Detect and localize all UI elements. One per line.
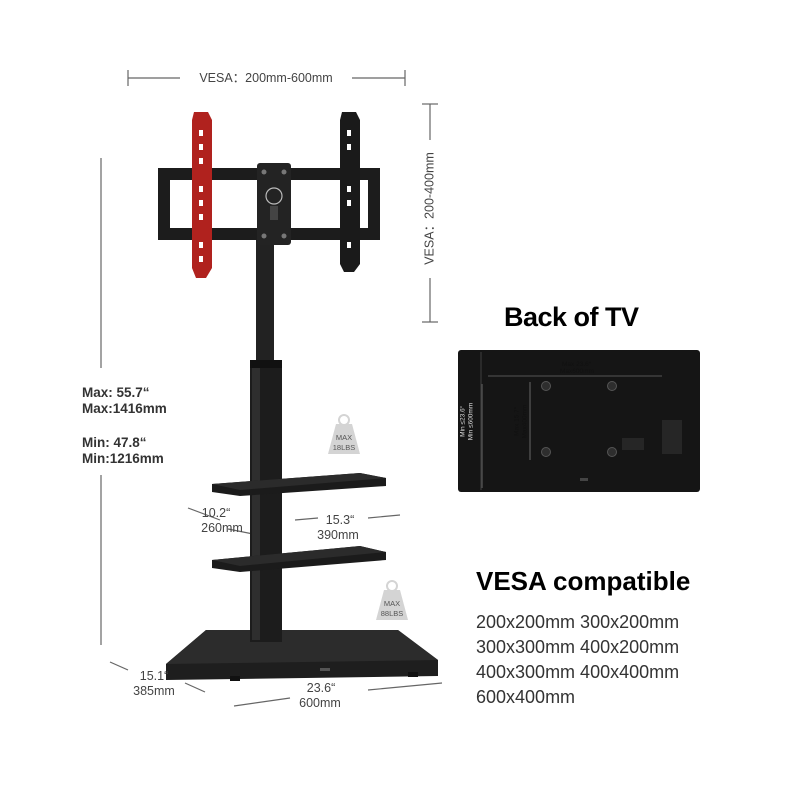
vesa-width-label: VESA：200mm-600mm [199,71,333,85]
vesa-height-label: VESA：200-400mm [422,152,437,265]
black-bracket-icon [340,112,360,272]
tv-left-mm: Min ≤600mm [467,402,475,441]
base-depth-inches: 15.1“ [139,669,169,683]
height-min-inches: Min: 47.8“ [82,435,147,450]
weight-lower-value: 88LBS [380,609,404,618]
red-bracket-icon [192,112,212,278]
upper-shelf [212,473,386,496]
tv-side-mm: Max400mm [521,404,529,439]
base-depth-mm: 385mm [133,684,175,698]
vesa-size-row: 200x200mm 300x200mm [476,612,680,632]
tv-top-inches: Max 23.6“ [562,361,591,368]
tv-left-inches: Min ≤23.6“ [459,406,467,437]
lower-shelf [212,546,386,572]
vesa-size-row: 600x400mm [476,687,576,707]
shelf-depth-inches: 10.2“ [201,506,231,520]
shelf-width-mm: 390mm [317,528,359,542]
tv-side-inches: Max 15.7“ [513,407,521,436]
weight-icon-upper [328,414,360,454]
base-width-mm: 600mm [299,696,341,710]
stand-column [250,238,282,642]
height-min-mm: Min:1216mm [82,451,164,466]
shelf-width-inches: 15.3“ [325,513,355,527]
back-of-tv-title: Back of TV [504,302,639,332]
height-max-inches: Max: 55.7“ [82,385,150,400]
height-max-mm: Max:1416mm [82,401,167,416]
vesa-compatible-title: VESA compatible [476,566,691,596]
mounting-frame [158,163,380,245]
weight-icon-lower [376,580,408,620]
vesa-size-row: 400x300mm 400x400mm [476,662,680,682]
vesa-size-row: 300x300mm 400x200mm [476,637,680,657]
weight-upper-max: MAX [335,433,353,442]
shelf-depth-mm: 260mm [201,521,243,535]
tv-back-icon [458,350,700,492]
dimension-lines [100,70,443,707]
weight-upper-value: 18LBS [332,443,356,452]
stand-base [166,630,438,681]
tv-top-mm: Max600mm [560,368,594,375]
weight-lower-max: MAX [383,599,401,608]
base-width-inches: 23.6“ [306,681,336,695]
